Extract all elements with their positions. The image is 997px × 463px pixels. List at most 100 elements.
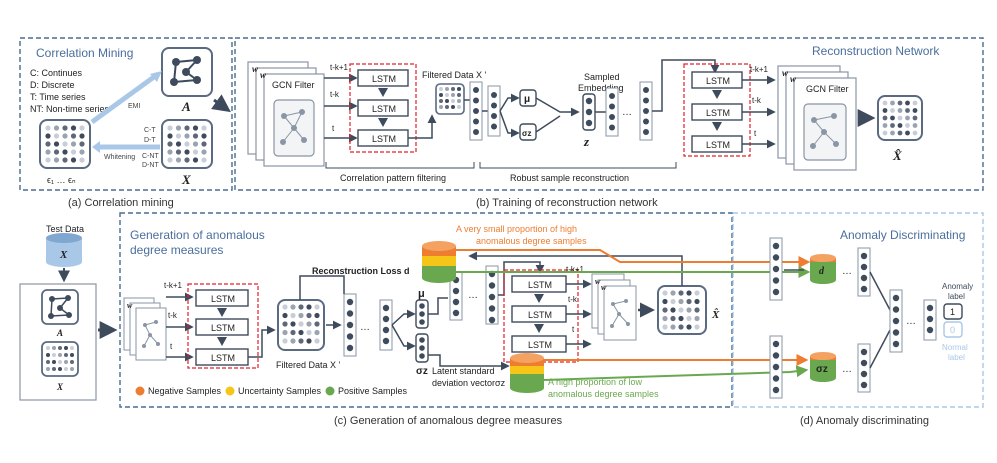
decoder-nodes-b2 xyxy=(643,87,649,135)
matrix-dot xyxy=(678,324,684,330)
matrix-dot xyxy=(62,141,68,147)
matrix-dot xyxy=(52,360,56,364)
lstm-label: LSTM xyxy=(528,310,552,320)
orange-note-1: A very small proportion of high xyxy=(456,224,577,234)
graph-a-box xyxy=(161,47,213,97)
matrix-dot xyxy=(79,125,85,131)
matrix-dot xyxy=(70,157,77,163)
type-label-3: C-NT xyxy=(142,153,159,160)
matrix-dot xyxy=(175,133,182,139)
time-cr-tk1: t-k+1 xyxy=(566,265,585,274)
network-node xyxy=(473,108,479,114)
network-node xyxy=(892,317,900,325)
network-node xyxy=(643,97,649,104)
matrix-dot xyxy=(662,324,668,330)
matrix-dot xyxy=(184,141,190,147)
lstm-label: LSTM xyxy=(372,104,396,114)
mu-label-c: μ xyxy=(418,288,425,300)
matrix-dot xyxy=(290,329,296,336)
filtered-data-box-b xyxy=(435,83,465,115)
network-node xyxy=(382,315,390,323)
lstm-cell xyxy=(195,318,249,336)
matrix-dot xyxy=(45,157,51,163)
matrix-dot xyxy=(670,290,676,296)
decoder-nodes-b1 xyxy=(609,93,615,131)
network-node xyxy=(772,363,780,371)
green-note-1: A high proportion of low xyxy=(548,377,643,387)
matrix-dot xyxy=(306,312,312,319)
matrix-dot xyxy=(52,346,56,350)
matrix-dot xyxy=(192,157,199,163)
orange-flow-arrow xyxy=(456,249,811,268)
matrix-dot xyxy=(897,100,903,106)
gcn-filter-stack-c xyxy=(123,297,167,361)
matrix-dot xyxy=(70,360,74,364)
xhat-dots-b xyxy=(882,100,918,136)
matrix-dot xyxy=(298,304,304,310)
matrix-dot xyxy=(670,298,676,305)
network-node xyxy=(609,124,615,131)
matrix-dot xyxy=(897,115,903,121)
test-x-label: X xyxy=(56,382,64,392)
matrix-dot xyxy=(290,312,296,319)
epsilon-dots xyxy=(45,125,85,163)
disc-nodes-top-1 xyxy=(772,242,780,296)
sigma-label-c: σz xyxy=(416,366,428,377)
time-t: t xyxy=(332,124,335,133)
matrix-dot xyxy=(686,307,692,313)
matrix-dot xyxy=(451,99,455,103)
matrix-dot xyxy=(282,338,288,344)
network-node xyxy=(452,287,460,295)
time-c-t: t xyxy=(170,342,173,351)
network-node xyxy=(382,337,390,345)
network-node xyxy=(860,370,868,378)
matrix-dot xyxy=(52,353,56,357)
network-node xyxy=(772,242,780,250)
network-node xyxy=(926,315,934,323)
normal-zero-box xyxy=(943,321,963,338)
matrix-dot xyxy=(46,367,50,371)
decoder-ellipsis-c: … xyxy=(468,290,478,301)
matrix-dot xyxy=(175,125,182,131)
orange-note-2: anomalous degree samples xyxy=(476,236,587,246)
bracket-robust xyxy=(479,162,677,169)
matrix-dot xyxy=(62,125,68,131)
matrix-dot xyxy=(53,149,60,155)
disc-title: Anomaly Discriminating xyxy=(840,228,965,242)
matrix-dot xyxy=(306,304,312,310)
type-label-4: D-NT xyxy=(142,162,159,169)
matrix-dot xyxy=(192,149,199,155)
xhat-label-c: X̂ xyxy=(711,308,720,321)
recon-loss-label: Reconstruction Loss d xyxy=(312,266,410,276)
matrix-dot xyxy=(62,133,68,139)
network-node xyxy=(892,306,900,313)
anomaly-label-2: label xyxy=(948,292,965,301)
matrix-dot xyxy=(905,115,910,121)
normal-zero: 0 xyxy=(950,325,955,335)
matrix-dot xyxy=(45,149,51,155)
matrix-dot xyxy=(451,87,455,91)
matrix-dot xyxy=(457,87,461,91)
network-node xyxy=(643,118,649,125)
matrix-dot xyxy=(167,133,173,139)
matrix-dot xyxy=(70,125,77,131)
time-tk: t-k xyxy=(330,90,340,99)
matrix-dot xyxy=(184,149,190,155)
matrix-dot xyxy=(298,338,304,344)
bracket-robust-label: Robust sample reconstruction xyxy=(510,173,629,183)
matrix-dot xyxy=(298,321,304,327)
matrix-dot xyxy=(686,298,692,305)
network-node xyxy=(609,103,615,110)
encoder-nodes-c2 xyxy=(382,304,390,345)
d-cylinder-input xyxy=(810,254,836,284)
disc-ellipsis-top: … xyxy=(842,266,852,277)
gcn-w-2: w xyxy=(260,70,267,80)
matrix-dot xyxy=(905,130,910,136)
matrix-dot xyxy=(678,307,684,313)
matrix-dot xyxy=(79,141,85,147)
matrix-dot xyxy=(439,105,443,109)
matrix-dot xyxy=(184,125,190,131)
time-tk-r: t-k xyxy=(752,96,762,105)
network-node xyxy=(346,344,354,352)
matrix-dot xyxy=(201,141,207,147)
